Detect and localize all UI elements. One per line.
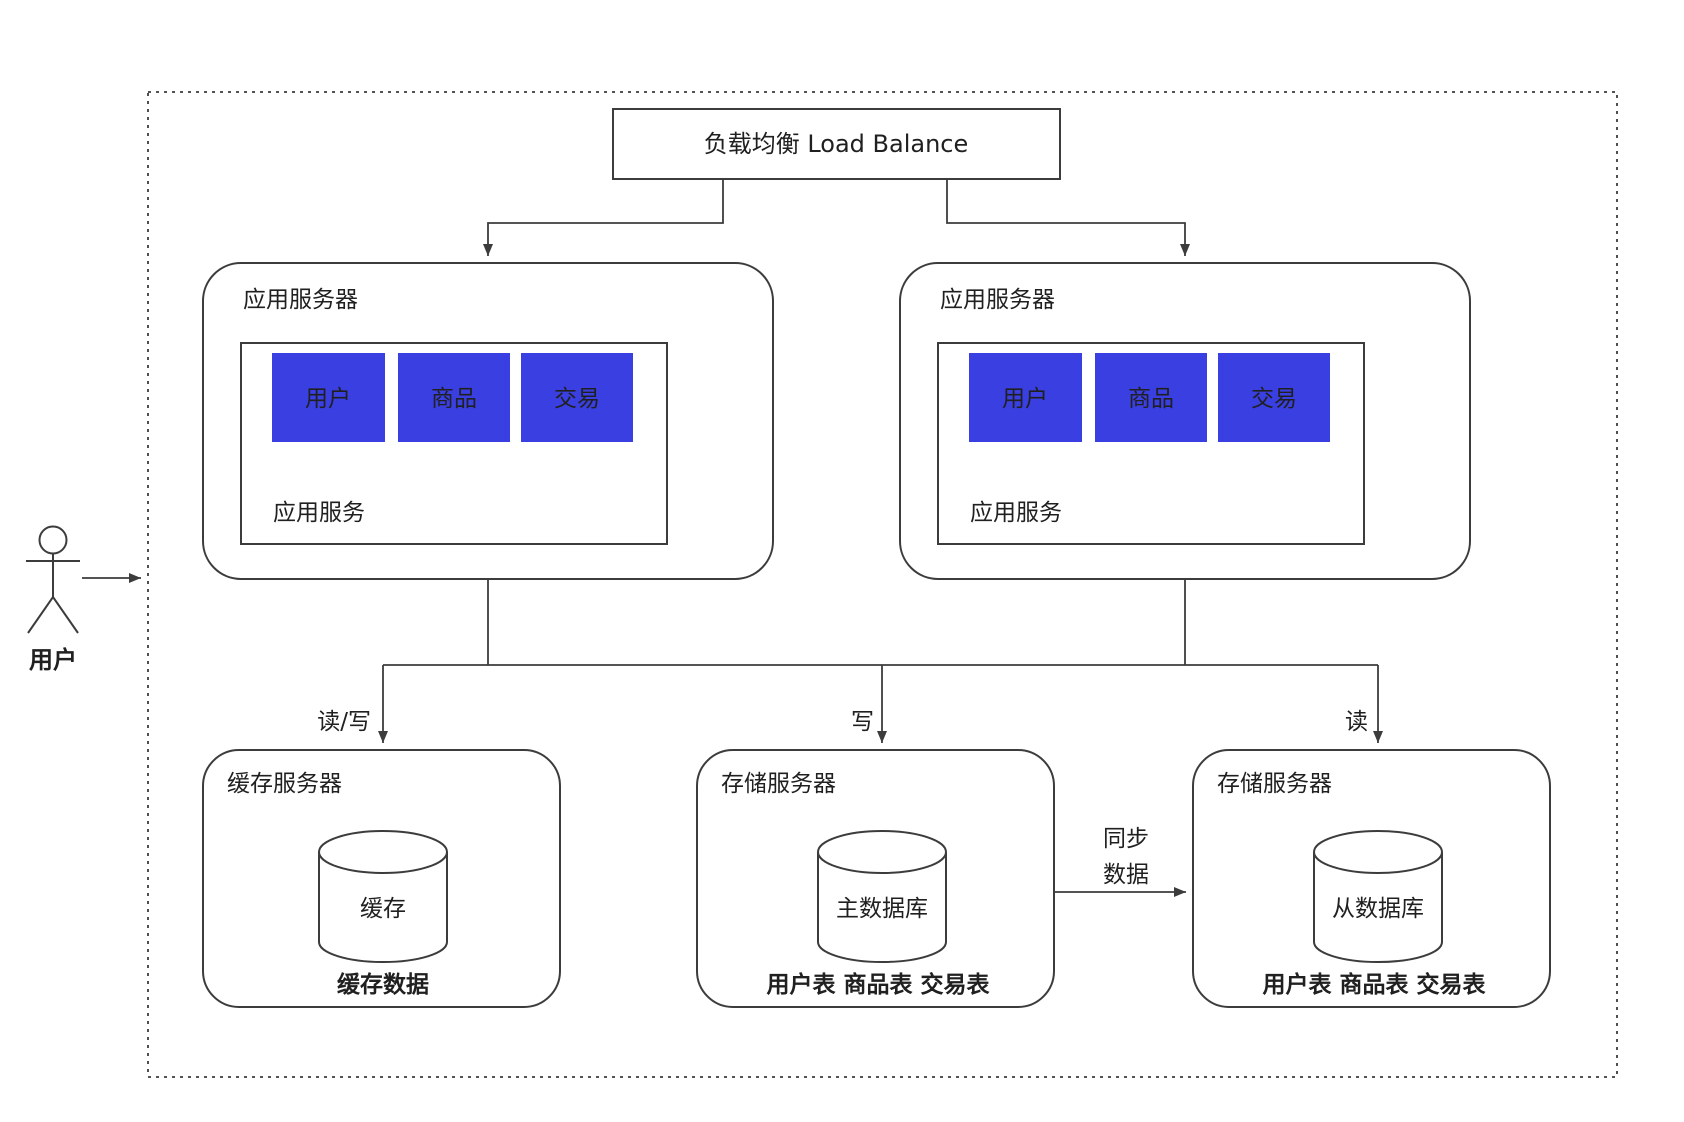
master-storage-server: 存储服务器 主数据库 用户表 商品表 交易表: [696, 749, 1055, 1008]
module-box-trade: [521, 353, 633, 442]
module-label-product: 商品: [1128, 386, 1174, 412]
app-service-right-label: 应用服务: [970, 500, 1062, 526]
module-box-product: [1095, 353, 1207, 442]
sync-label-line1: 同步: [1103, 826, 1149, 852]
app-server-right-title: 应用服务器: [940, 287, 1055, 313]
module-label-user: 用户: [1002, 386, 1048, 412]
module-label-trade: 交易: [1251, 386, 1297, 412]
load-balancer-label: 负载均衡 Load Balance: [704, 130, 969, 158]
database-cylinder-icon: [817, 852, 947, 963]
module-box-user: [272, 353, 385, 442]
database-cylinder-icon: [318, 852, 448, 963]
slave-storage-title: 存储服务器: [1217, 771, 1332, 797]
module-label-product: 商品: [431, 386, 477, 412]
read-edge-label: 读: [1345, 709, 1368, 735]
cache-server: 缓存服务器 缓存 缓存数据: [202, 749, 561, 1008]
cache-caption: 缓存数据: [337, 971, 429, 998]
module-box-product: [398, 353, 510, 442]
module-box-user: [969, 353, 1082, 442]
master-db-label: 主数据库: [836, 896, 928, 922]
system-boundary-dashed-frame: [147, 91, 1618, 1078]
database-cylinder-top: [318, 830, 448, 874]
module-label-user: 用户: [305, 386, 351, 412]
app-service-left-label: 应用服务: [273, 500, 365, 526]
load-balancer-box: [612, 108, 1061, 180]
sync-label-line2: 数据: [1103, 862, 1149, 888]
database-cylinder-top: [1313, 830, 1443, 874]
app-server-left-title: 应用服务器: [243, 287, 358, 313]
slave-storage-server: 存储服务器 从数据库 用户表 商品表 交易表: [1192, 749, 1551, 1008]
slave-caption: 用户表 商品表 交易表: [1262, 971, 1486, 998]
master-caption: 用户表 商品表 交易表: [766, 971, 990, 998]
write-edge-label: 写: [851, 709, 874, 735]
cache-edge-label: 读/写: [317, 709, 371, 735]
lb-to-app-left-connector: [483, 179, 724, 256]
database-cylinder-icon: [1313, 852, 1443, 963]
lb-to-app-right-connector: [946, 179, 1190, 256]
slave-db-label: 从数据库: [1332, 896, 1424, 922]
module-label-trade: 交易: [554, 386, 600, 412]
database-cylinder-top: [817, 830, 947, 874]
actor-label: 用户: [29, 646, 77, 674]
master-storage-title: 存储服务器: [721, 771, 836, 797]
user-actor-icon: [26, 525, 80, 634]
cache-db-label: 缓存: [360, 896, 406, 922]
app-server-left: 应用服务器 用户 商品 交易 应用服务: [202, 262, 774, 580]
app-server-right: 应用服务器 用户 商品 交易 应用服务: [899, 262, 1471, 580]
cache-server-title: 缓存服务器: [227, 771, 342, 797]
module-box-trade: [1218, 353, 1330, 442]
